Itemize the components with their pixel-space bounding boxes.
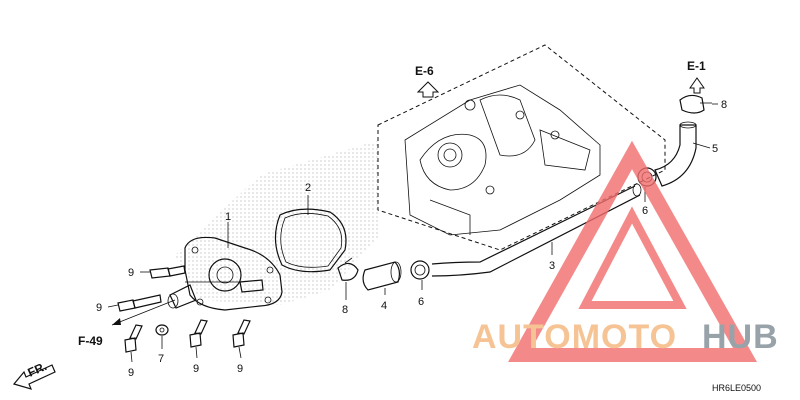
water-pipe	[431, 183, 642, 277]
engine-block-outline	[377, 44, 666, 251]
water-pump-cover	[167, 236, 283, 311]
callout-6-lower: 6	[418, 296, 424, 308]
callout-8-lower: 8	[342, 304, 348, 316]
callout-9c: 9	[128, 367, 134, 379]
watermark-logo: AUTOMOTO HUB	[472, 140, 779, 362]
callout-9e: 9	[237, 363, 243, 375]
callout-8-upper: 8	[721, 99, 727, 111]
callout-1: 1	[225, 211, 231, 223]
callouts: 1 2 3 4 5 6 6 7 8 8 9 9 9 9 9	[96, 99, 727, 379]
ref-f49-label: F-49	[78, 334, 103, 348]
callout-2: 2	[305, 182, 311, 194]
bolt-9d	[189, 319, 208, 348]
ref-e1: E-1	[687, 59, 706, 94]
bolt-9b	[117, 294, 162, 312]
hose-clamp-6-lower	[410, 260, 430, 280]
bolt-9a	[149, 265, 186, 279]
callout-6-upper: 6	[642, 205, 648, 217]
hose-clamp-upper	[679, 94, 712, 114]
gasket	[274, 208, 347, 273]
callout-4: 4	[381, 300, 387, 312]
up-arrow-icon	[416, 81, 440, 98]
watermark-word-hub: HUB	[702, 318, 779, 356]
ref-f49: F-49	[78, 299, 176, 348]
front-arrow-icon	[12, 364, 56, 390]
ref-e6: E-6	[415, 64, 440, 98]
ref-e1-label: E-1	[687, 59, 706, 73]
bolt-9e	[232, 319, 251, 348]
short-hose	[362, 261, 402, 291]
callout-9a: 9	[128, 267, 134, 279]
up-arrow-icon	[689, 77, 705, 94]
arrow-icon	[112, 318, 121, 325]
watermark-triangle	[508, 140, 757, 362]
bolt-9c	[124, 324, 143, 353]
ref-e6-label: E-6	[415, 64, 434, 78]
washer	[155, 324, 169, 336]
callout-3: 3	[549, 260, 555, 272]
callout-9b: 9	[96, 302, 102, 314]
callout-7: 7	[158, 353, 164, 365]
diagram-code: HR6LE0500	[712, 383, 761, 393]
watermark-word-automoto: AUTOMOTO	[472, 318, 677, 356]
hose-clamp-lower	[337, 257, 359, 281]
callout-5: 5	[712, 143, 718, 155]
front-direction-indicator: FR.	[12, 359, 56, 390]
callout-9d: 9	[193, 363, 199, 375]
bent-hose	[654, 121, 697, 187]
watermark-inner-triangle	[578, 206, 687, 309]
